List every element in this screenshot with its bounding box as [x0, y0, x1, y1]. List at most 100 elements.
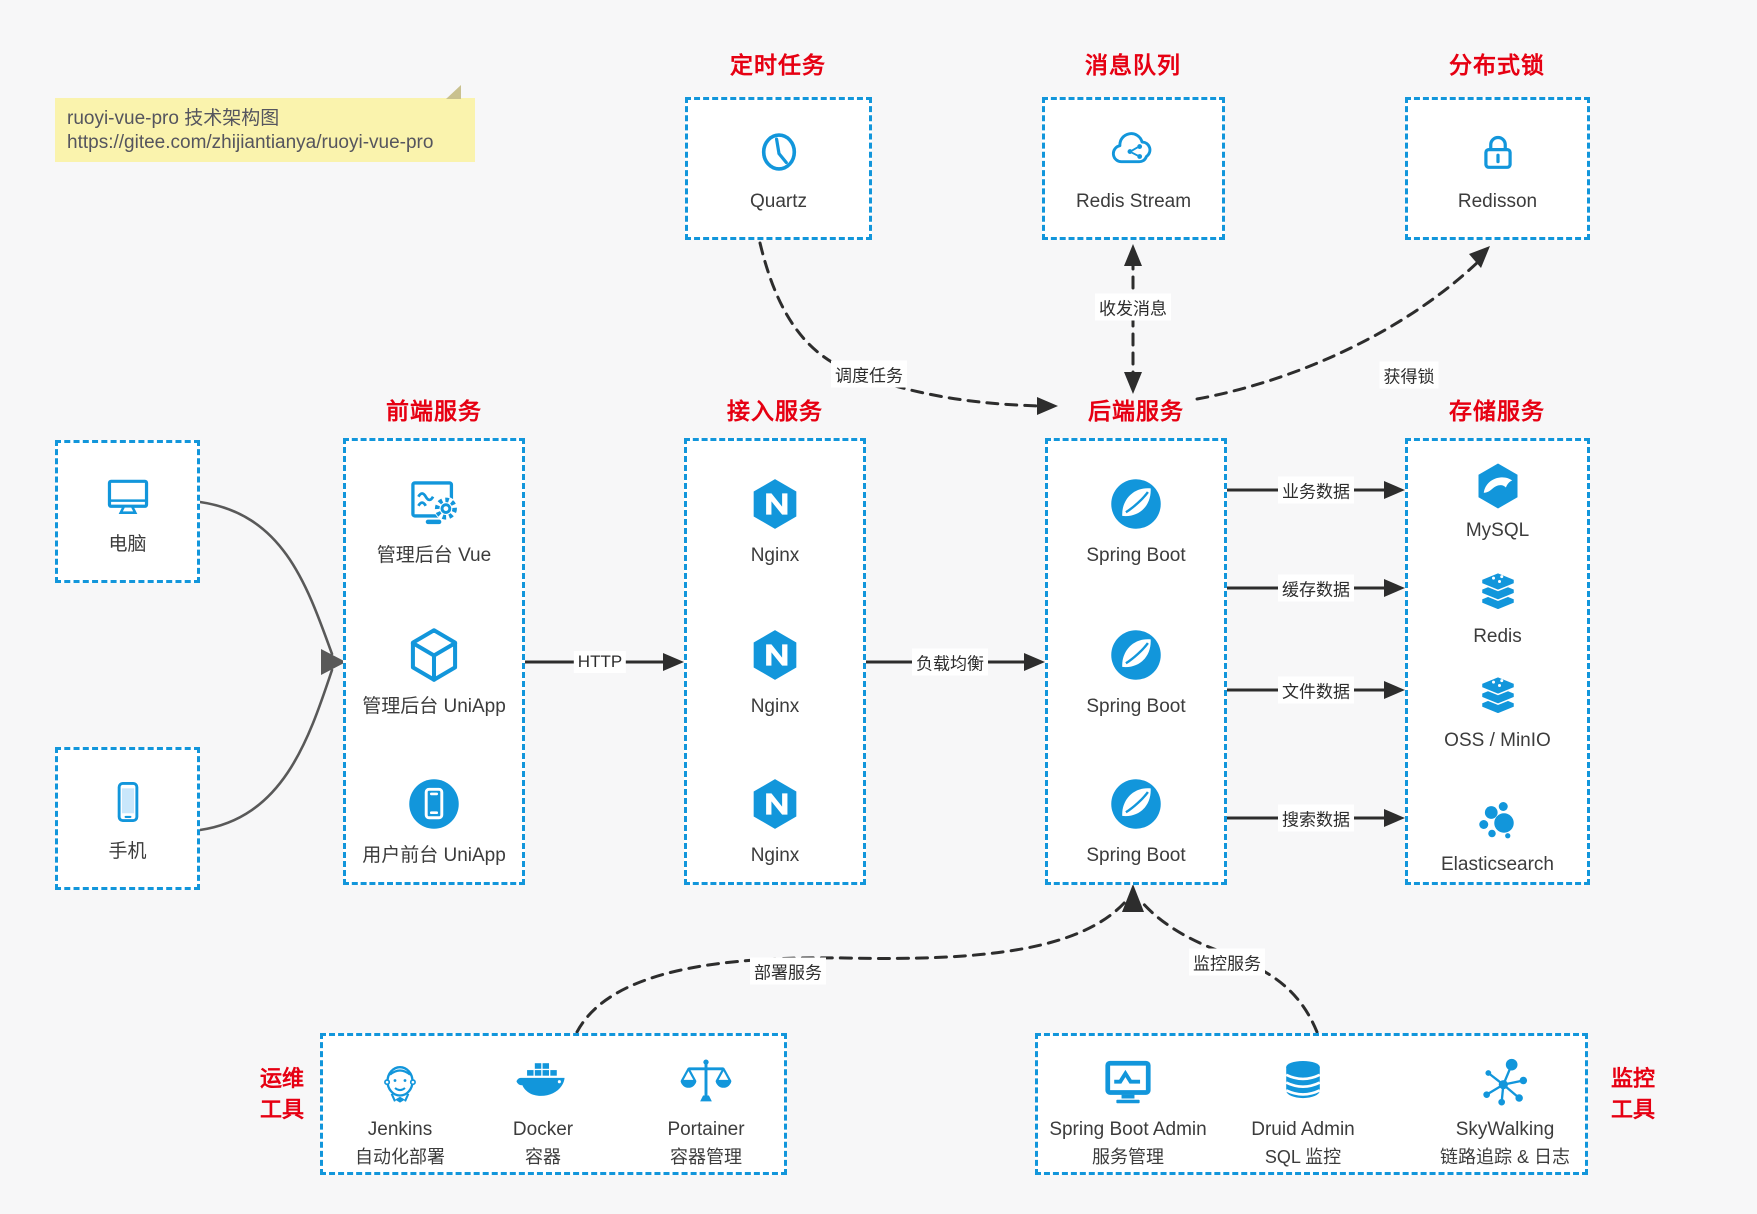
title-message-queue: 消息队列: [1085, 52, 1181, 78]
quartz-label: Quartz: [749, 191, 808, 212]
storage-item-mysql: MySQL: [1408, 459, 1587, 543]
nginx-icon: [743, 771, 807, 837]
storage-item-redis: Redis: [1408, 565, 1587, 649]
phone-client-box: 手机: [55, 747, 200, 890]
title-gateway-services: 接入服务: [727, 398, 823, 424]
note-url: https://gitee.com/zhijiantianya/ruoyi-vu…: [67, 132, 434, 153]
docker-icon: [512, 1052, 574, 1114]
springboot-icon: [1103, 771, 1169, 837]
edge-label-search: 搜索数据: [1278, 804, 1354, 832]
redis-stream-box: Redis Stream: [1042, 97, 1225, 240]
redisson-box: Redisson: [1405, 97, 1590, 240]
arrowhead-business: [1384, 481, 1405, 499]
gateway-services-box: Nginx Nginx Nginx: [684, 438, 866, 885]
mysql-icon: [1471, 459, 1525, 513]
desktop-icon: [97, 466, 159, 524]
arrowhead-frontend: [321, 649, 346, 675]
storage-services-box: MySQL Redis OSS: [1405, 438, 1590, 885]
cloud-share-icon: [1105, 123, 1163, 181]
gateway-item-nginx-1: Nginx: [687, 471, 863, 568]
edge-schedule-curve: [758, 241, 1040, 408]
lock-icon: [1469, 123, 1527, 181]
portainer-icon: [676, 1052, 736, 1114]
phone-client-label: 手机: [108, 841, 147, 862]
monitor-tools-box: Spring Boot Admin 服务管理 Druid Admin SQL 监…: [1035, 1033, 1588, 1175]
frontend-item-uniapp-user: 用户前台 UniApp: [346, 771, 522, 868]
frontend-item-vue-admin: 管理后台 Vue: [346, 471, 522, 568]
note-title: ruoyi-vue-pro 技术架构图: [67, 108, 280, 129]
edge-pc-to-frontend: [198, 500, 334, 656]
sticky-note: ruoyi-vue-pro 技术架构图 https://gitee.com/zh…: [55, 85, 475, 162]
uniapp-cube-icon: [401, 622, 467, 688]
edge-label-loadbalance: 负载均衡: [912, 648, 988, 676]
backend-item-springboot-2: Spring Boot: [1048, 622, 1224, 719]
backend-item-springboot-1: Spring Boot: [1048, 471, 1224, 568]
edge-label-business: 业务数据: [1278, 476, 1354, 504]
edge-label-message: 收发消息: [1095, 293, 1171, 321]
ops-item-jenkins: Jenkins 自动化部署: [325, 1052, 475, 1169]
arrowhead-file: [1384, 681, 1405, 699]
spring-boot-admin-icon: [1097, 1052, 1159, 1114]
skywalking-icon: [1475, 1052, 1535, 1114]
monitor-item-druid: Druid Admin SQL 监控: [1213, 1052, 1393, 1169]
arrowhead-message-up: [1124, 244, 1142, 266]
ops-tools-label: 运维 工具: [259, 1066, 304, 1122]
title-frontend-services: 前端服务: [386, 398, 482, 424]
phone-icon: [99, 773, 157, 831]
backend-services-box: Spring Boot Spring Boot Spring Boot: [1045, 438, 1227, 885]
edge-lock-curve: [1195, 258, 1482, 401]
jenkins-icon: [370, 1052, 430, 1114]
monitor-item-sba: Spring Boot Admin 服务管理: [1038, 1052, 1218, 1169]
edge-label-cache: 缓存数据: [1278, 574, 1354, 602]
redis-icon: [1471, 565, 1525, 619]
frontend-services-box: 管理后台 Vue 管理后台 UniApp 用户前台 UniApp: [343, 438, 525, 885]
edge-label-lock: 获得锁: [1379, 361, 1439, 389]
title-distributed-lock: 分布式锁: [1449, 52, 1545, 78]
title-backend-services: 后端服务: [1088, 398, 1184, 424]
arrowhead-schedule: [1037, 397, 1058, 415]
edge-label-monitor: 监控服务: [1189, 948, 1265, 976]
monitor-item-skywalking: SkyWalking 链路追踪 & 日志: [1415, 1052, 1595, 1169]
clock-icon: [750, 123, 808, 181]
edge-phone-to-frontend: [198, 668, 334, 832]
gateway-item-nginx-3: Nginx: [687, 771, 863, 868]
springboot-icon: [1103, 622, 1169, 688]
redis-stream-label: Redis Stream: [1075, 191, 1192, 212]
edge-label-deploy: 部署服务: [750, 957, 826, 985]
title-storage-services: 存储服务: [1449, 398, 1545, 424]
arrowhead-deploy-monitor: [1122, 884, 1144, 912]
edge-label-schedule: 调度任务: [831, 360, 907, 388]
arrowhead-http: [663, 653, 684, 671]
redisson-label: Redisson: [1457, 191, 1538, 212]
title-scheduled-tasks: 定时任务: [730, 52, 826, 78]
arrowhead-message-down: [1124, 372, 1142, 394]
note-fold-icon: [446, 85, 461, 99]
storage-item-elasticsearch: Elasticsearch: [1408, 793, 1587, 877]
nginx-icon: [743, 622, 807, 688]
gateway-item-nginx-2: Nginx: [687, 622, 863, 719]
pc-client-box: 电脑: [55, 440, 200, 583]
frontend-item-uniapp-admin: 管理后台 UniApp: [346, 622, 522, 719]
arrowhead-lock: [1469, 246, 1490, 268]
arrowhead-search: [1384, 809, 1405, 827]
elasticsearch-icon: [1471, 793, 1525, 847]
edge-label-http: HTTP: [573, 651, 627, 673]
vue-admin-icon: [400, 471, 468, 537]
edge-deploy-curve: [575, 899, 1128, 1034]
storage-item-oss-minio: OSS / MinIO: [1408, 669, 1587, 753]
backend-item-springboot-3: Spring Boot: [1048, 771, 1224, 868]
quartz-box: Quartz: [685, 97, 872, 240]
arrowhead-loadbalance: [1024, 653, 1045, 671]
springboot-icon: [1103, 471, 1169, 537]
edge-label-file: 文件数据: [1278, 676, 1354, 704]
uniapp-user-icon: [401, 771, 467, 837]
oss-minio-icon: [1471, 669, 1525, 723]
ops-item-docker: Docker 容器: [468, 1052, 618, 1169]
pc-client-label: 电脑: [108, 534, 147, 555]
ops-item-portainer: Portainer 容器管理: [631, 1052, 781, 1169]
druid-db-icon: [1272, 1052, 1334, 1114]
ops-tools-box: Jenkins 自动化部署 Docker 容器: [320, 1033, 787, 1175]
nginx-icon: [743, 471, 807, 537]
arrowhead-cache: [1384, 579, 1405, 597]
